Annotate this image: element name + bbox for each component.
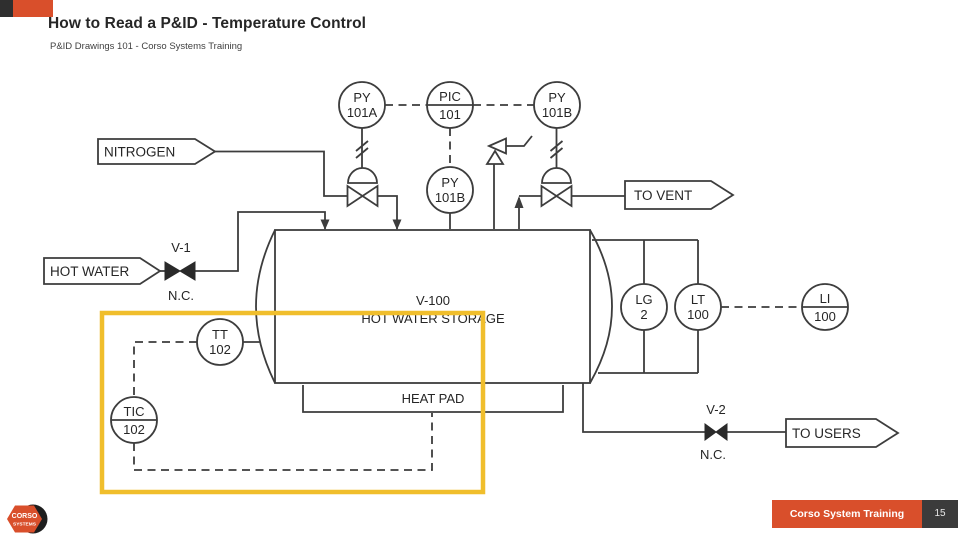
flag-to-users: TO USERS	[785, 418, 900, 448]
instrument-py101b-mid-line1: PY	[441, 175, 459, 190]
valve-v1: V-1 N.C.	[164, 240, 196, 303]
instrument-tt102-line2: 102	[209, 342, 231, 357]
instrument-py101b-top-line2: 101B	[542, 105, 572, 120]
logo-text-line2: SYSTEMS	[13, 522, 37, 528]
instrument-py101b-top: PY 101B	[533, 81, 581, 129]
heat-pad-label: HEAT PAD	[402, 391, 465, 406]
instrument-tic102-line1: TIC	[124, 404, 145, 419]
valve-v2-state: N.C.	[700, 447, 726, 462]
instrument-lg2-line2: 2	[640, 307, 647, 322]
flag-hot-water-label: HOT WATER	[50, 264, 129, 279]
instrument-lt100-line2: 100	[687, 307, 709, 322]
corner-accent-orange	[13, 0, 53, 17]
flag-to-vent-label: TO VENT	[634, 188, 692, 203]
instrument-pic101: PIC 101	[426, 81, 474, 129]
flag-nitrogen: NITROGEN	[97, 138, 217, 165]
instrument-pic101-line1: PIC	[439, 89, 461, 104]
instrument-lt100: LT 100	[674, 283, 722, 331]
corner-accent-dark	[0, 0, 13, 17]
control-valve-vent	[540, 167, 573, 208]
instrument-li100-line2: 100	[814, 309, 836, 324]
instrument-tt102: TT 102	[196, 318, 244, 366]
instrument-tic102-line2: 102	[123, 422, 145, 437]
instrument-lg2: LG 2	[620, 283, 668, 331]
page-subtitle: P&ID Drawings 101 - Corso Systems Traini…	[50, 41, 243, 52]
corso-systems-logo: CORSO SYSTEMS	[3, 501, 49, 540]
instrument-py101a-line2: 101A	[347, 105, 378, 120]
valve-v2: V-2 N.C.	[700, 402, 728, 462]
page-number: 15	[922, 500, 958, 528]
instrument-py101a-line1: PY	[353, 90, 371, 105]
vessel-tag: V-100	[416, 293, 450, 308]
valve-v2-tag: V-2	[706, 402, 726, 417]
instrument-pic101-line2: 101	[439, 107, 461, 122]
instrument-lg2-line1: LG	[635, 292, 652, 307]
vent-to-atmosphere-symbol	[485, 135, 533, 165]
flag-hot-water: HOT WATER	[43, 257, 162, 285]
vessel-v100: V-100 HOT WATER STORAGE	[255, 229, 613, 384]
footer-banner: Corso System Training	[772, 500, 922, 528]
instrument-py101b-top-line1: PY	[548, 90, 566, 105]
flag-nitrogen-label: NITROGEN	[104, 145, 175, 160]
instrument-li100-line1: LI	[820, 291, 831, 306]
flag-to-users-label: TO USERS	[792, 426, 861, 441]
flag-to-vent: TO VENT	[624, 180, 735, 210]
logo-hexagon	[7, 505, 42, 533]
page-title: How to Read a P&ID - Temperature Control	[48, 15, 367, 32]
instrument-li100: LI 100	[801, 283, 849, 331]
logo-text-line1: CORSO	[12, 513, 38, 520]
control-valve-nitrogen	[346, 167, 379, 208]
instrument-lt100-line1: LT	[691, 292, 705, 307]
instrument-py101b-mid-line2: 101B	[435, 190, 465, 205]
valve-v1-tag: V-1	[171, 240, 191, 255]
instrument-py101b-mid: PY 101B	[426, 166, 474, 214]
piping-lines	[133, 104, 802, 471]
highlight-box-temperature-loop	[99, 310, 486, 495]
instrument-py101a: PY 101A	[338, 81, 386, 129]
instrument-tt102-line1: TT	[212, 327, 228, 342]
heat-pad: HEAT PAD	[302, 385, 564, 413]
instrument-tic102: TIC 102	[110, 396, 158, 444]
valve-v1-state: N.C.	[168, 288, 194, 303]
